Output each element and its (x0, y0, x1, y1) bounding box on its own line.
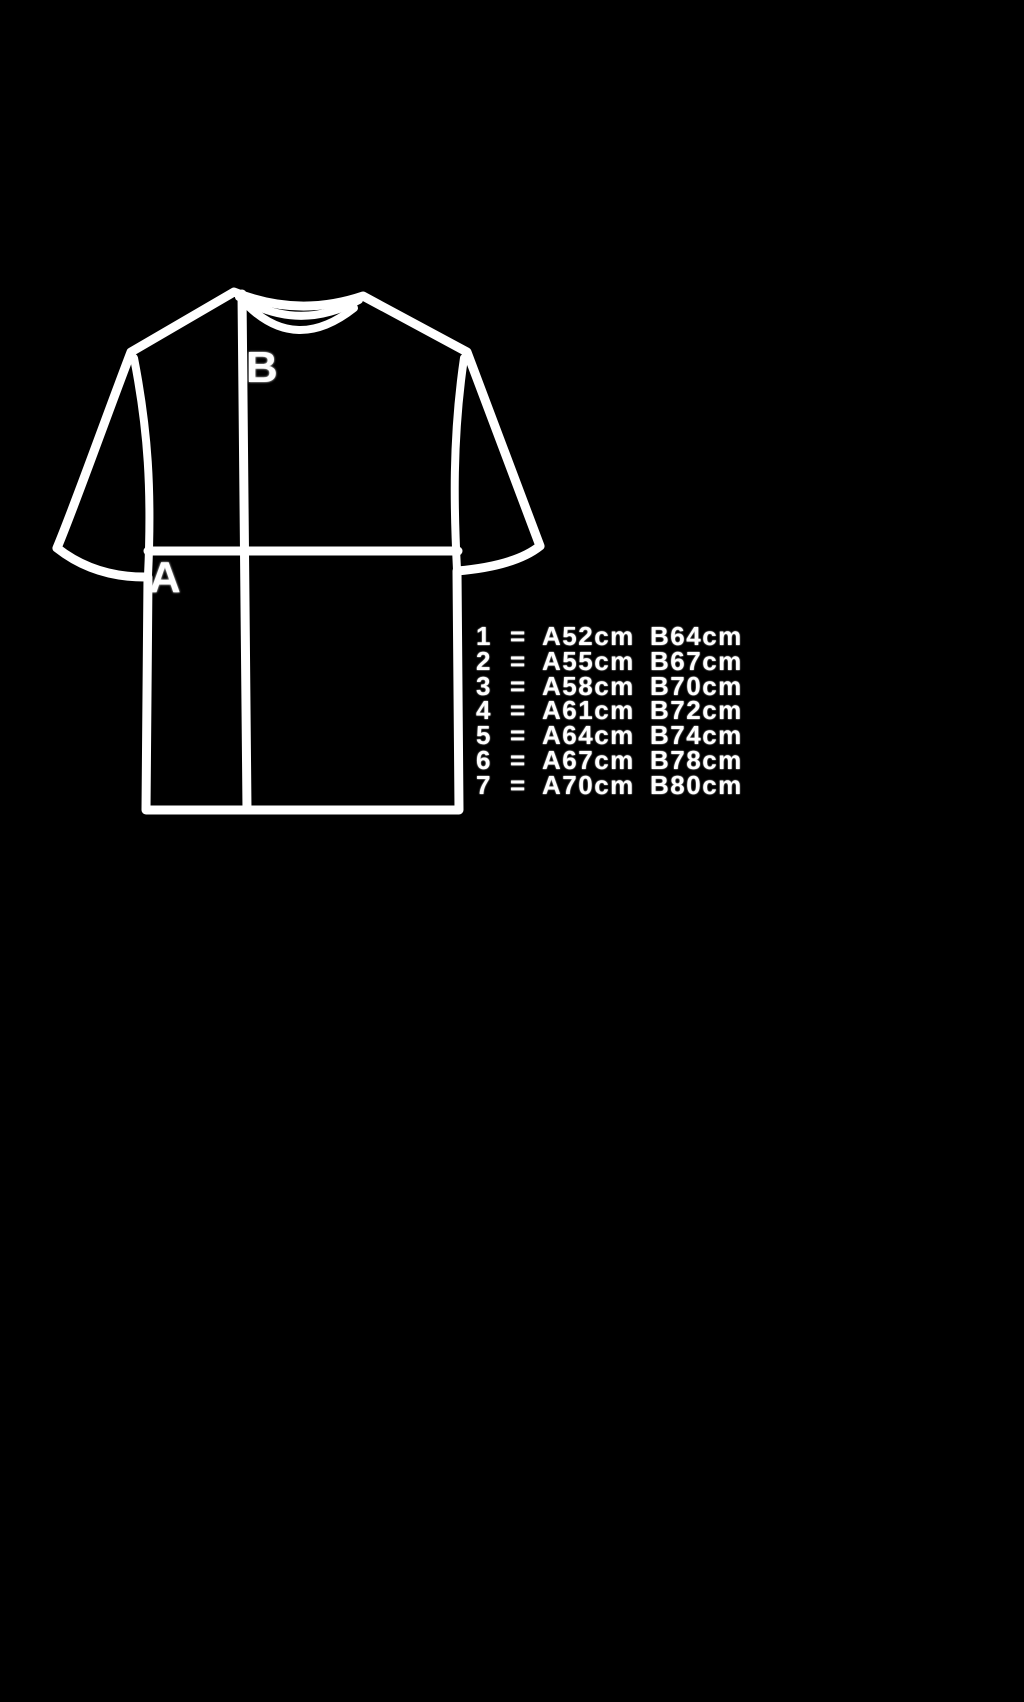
size-number: 1 (476, 620, 492, 651)
a-measurement: A58cm (542, 670, 635, 701)
b-measurement: B80cm (650, 769, 743, 800)
collar-band-line (235, 293, 363, 320)
a-measurement: A55cm (542, 645, 635, 676)
length-label-b: B (246, 343, 278, 392)
a-measurement: A52cm (542, 620, 635, 651)
collar-neckline (244, 302, 358, 334)
equals-sign: = (510, 769, 527, 800)
a-measurement: A67cm (542, 744, 635, 775)
size-number: 3 (476, 670, 492, 701)
a-measurement: A70cm (542, 769, 635, 800)
size-row: 5 = A64cm B74cm (476, 720, 743, 751)
right-armhole-seam (450, 354, 468, 574)
b-measurement: B67cm (650, 645, 743, 676)
size-row: 7 = A70cm B80cm (476, 769, 743, 800)
equals-sign: = (510, 670, 527, 701)
equals-sign: = (510, 645, 527, 676)
size-chart: 1 = A52cm B64cm 2 = A55cm B67cm 3 = A58c… (476, 620, 743, 800)
b-measurement: B70cm (650, 670, 743, 701)
size-number: 2 (476, 645, 492, 676)
size-number: 7 (476, 769, 492, 800)
tshirt-silhouette (52, 287, 545, 815)
size-row: 6 = A67cm B78cm (476, 744, 743, 775)
b-measurement: B72cm (650, 695, 743, 726)
equals-sign: = (510, 744, 527, 775)
width-label-a: A (149, 553, 181, 602)
b-measurement: B74cm (650, 720, 743, 751)
size-row: 1 = A52cm B64cm (476, 620, 743, 651)
a-measurement: A64cm (542, 720, 635, 751)
size-row: 4 = A61cm B72cm (476, 695, 743, 726)
size-number: 6 (476, 744, 492, 775)
a-measurement: A61cm (542, 695, 635, 726)
size-row: 3 = A58cm B70cm (476, 670, 743, 701)
size-row: 2 = A55cm B67cm (476, 645, 743, 676)
size-number: 5 (476, 720, 492, 751)
left-armhole-seam (130, 354, 154, 580)
b-measurement: B78cm (650, 744, 743, 775)
equals-sign: = (510, 620, 527, 651)
size-number: 4 (476, 695, 492, 726)
equals-sign: = (510, 720, 527, 751)
b-measurement: B64cm (650, 620, 743, 651)
equals-sign: = (510, 695, 527, 726)
